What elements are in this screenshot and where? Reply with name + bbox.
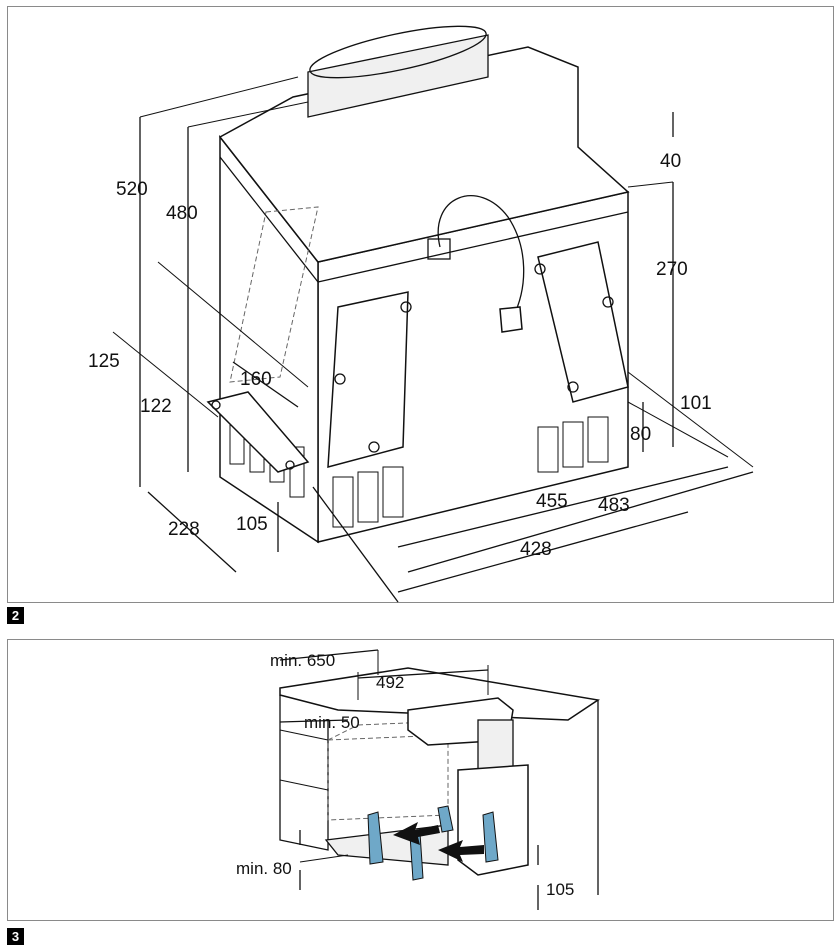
dim-492: 492 [376,673,404,692]
front-grille [332,416,609,528]
dim-min-50: min. 50 [304,713,360,732]
dim-270: 270 [656,259,688,280]
mount-clip-4 [482,811,499,863]
dim-101: 101 [680,393,712,414]
dim-483: 483 [598,495,630,516]
insert-arrow-right [438,840,484,862]
dim-min-650: min. 650 [270,651,335,670]
dim-520: 520 [116,179,148,200]
right-bracket [537,241,629,403]
dim-105: 105 [236,514,268,535]
dim-228: 228 [168,519,200,540]
dim-160: 160 [240,369,272,390]
mount-foot [206,391,310,473]
figure-3-panel: min. 650 492 min. 50 min. 80 105 [7,639,834,921]
figure-2-drawing: 520 480 40 270 125 122 160 101 80 455 48… [88,25,754,603]
figure-3-drawing: min. 650 492 min. 50 min. 80 105 [236,649,600,910]
dim-455: 455 [536,491,568,512]
figure-number-2: 2 [7,607,24,624]
dim-125: 125 [88,351,120,372]
ghost-bracket [229,206,319,383]
mount-clip-1 [367,811,384,865]
power-plug [499,306,523,333]
duct-opening [309,25,487,79]
power-cable [437,195,525,318]
dim-80: 80 [630,424,651,445]
power-socket [427,238,451,260]
figure-2-panel: 520 480 40 270 125 122 160 101 80 455 48… [7,6,834,603]
dim-122: 122 [140,396,172,417]
dim-min-80: min. 80 [236,859,292,878]
mount-clip-3 [437,805,454,833]
dim-105-fig3: 105 [546,880,574,899]
figure-number-3: 3 [7,928,24,945]
left-bracket [327,291,409,468]
cabinet-interior [327,734,449,821]
insert-arrow-left [393,822,440,845]
dim-40: 40 [660,151,681,172]
dim-480: 480 [166,203,198,224]
dim-428: 428 [520,539,552,560]
